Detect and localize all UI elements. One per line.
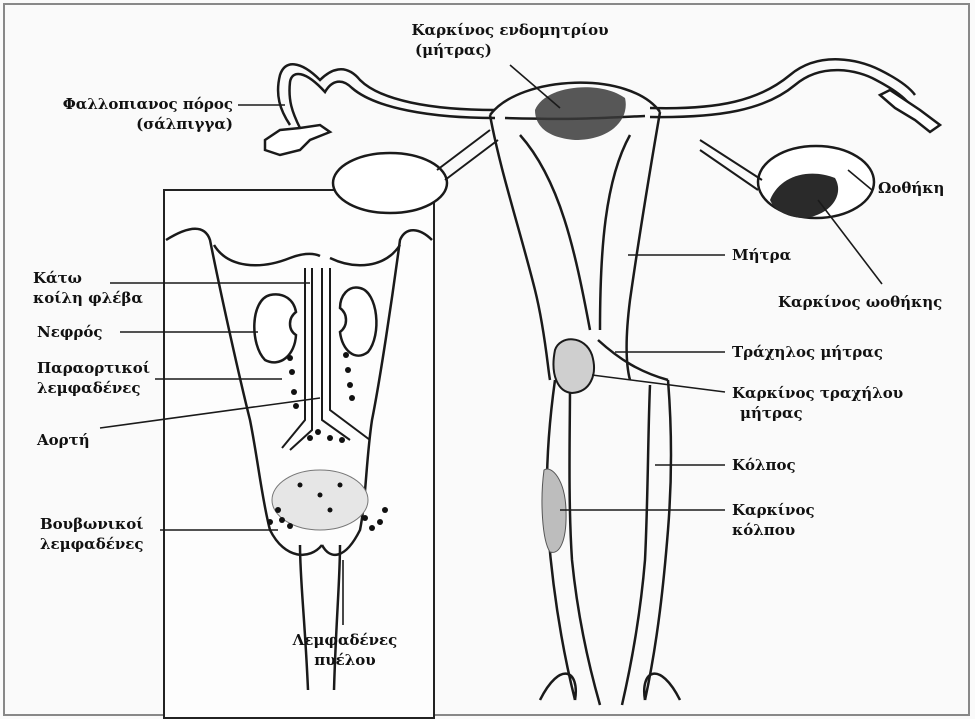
label-paraaortic-line2: λεμφαδένες	[37, 378, 150, 398]
label-cervical-cancer: Καρκίνος τραχήλου μήτρας	[732, 383, 903, 423]
label-uterus: Μήτρα	[732, 245, 791, 265]
label-fallopian-tube-line1: Φαλλοπιανος πόρος	[15, 94, 233, 114]
label-ovary: Ωοθήκη	[878, 178, 944, 198]
right-fallopian-tube	[650, 59, 940, 132]
label-cervical-cancer-line2: μήτρας	[732, 403, 903, 423]
label-endometrial-cancer-line1: Καρκίνος ενδομητρίου	[385, 20, 635, 40]
label-vaginal-cancer-line2: κόλπου	[732, 520, 815, 540]
cervical-tumor	[554, 339, 594, 393]
label-inguinal-nodes: Βουβωνικοί λεμφαδένες	[40, 514, 144, 554]
endometrial-tumor	[535, 87, 626, 140]
label-pelvic-nodes: Λεμφαδένες πυέλου	[290, 630, 400, 670]
label-vagina: Κόλπος	[732, 455, 796, 475]
label-inguinal-line1: Βουβωνικοί	[40, 514, 144, 534]
label-endometrial-cancer: Καρκίνος ενδομητρίου (μήτρας)	[385, 20, 635, 60]
right-ovarian-ligament	[700, 140, 762, 190]
label-vaginal-cancer: Καρκίνος κόλπου	[732, 500, 815, 540]
left-ovary	[333, 153, 447, 213]
label-inferior-vena-cava: Κάτω κοίλη φλέβα	[33, 268, 143, 308]
left-ovarian-ligament	[437, 130, 498, 180]
label-endometrial-cancer-line2: (μήτρας)	[385, 40, 635, 60]
label-inguinal-line2: λεμφαδένες	[40, 534, 144, 554]
label-cervix: Τράχηλος μήτρας	[732, 342, 883, 362]
label-ovarian-cancer: Καρκίνος ωοθήκης	[778, 292, 942, 312]
label-fallopian-tube-line2: (σάλπιγγα)	[15, 114, 233, 134]
left-kidney	[254, 294, 296, 362]
label-pelvic-line1: Λεμφαδένες	[290, 630, 400, 650]
label-paraaortic-line1: Παραορτικοί	[37, 358, 150, 378]
label-vaginal-cancer-line1: Καρκίνος	[732, 500, 815, 520]
label-aorta: Αορτή	[37, 430, 90, 450]
label-ivc-line1: Κάτω	[33, 268, 143, 288]
label-pelvic-line2: πυέλου	[290, 650, 400, 670]
label-cervical-cancer-line1: Καρκίνος τραχήλου	[732, 383, 903, 403]
label-paraaortic-nodes: Παραορτικοί λεμφαδένες	[37, 358, 150, 398]
label-fallopian-tube: Φαλλοπιανος πόρος (σάλπιγγα)	[15, 94, 233, 134]
label-ivc-line2: κοίλη φλέβα	[33, 288, 143, 308]
left-fallopian-tube	[265, 64, 495, 155]
label-kidney: Νεφρός	[37, 322, 103, 342]
right-kidney	[340, 288, 376, 356]
